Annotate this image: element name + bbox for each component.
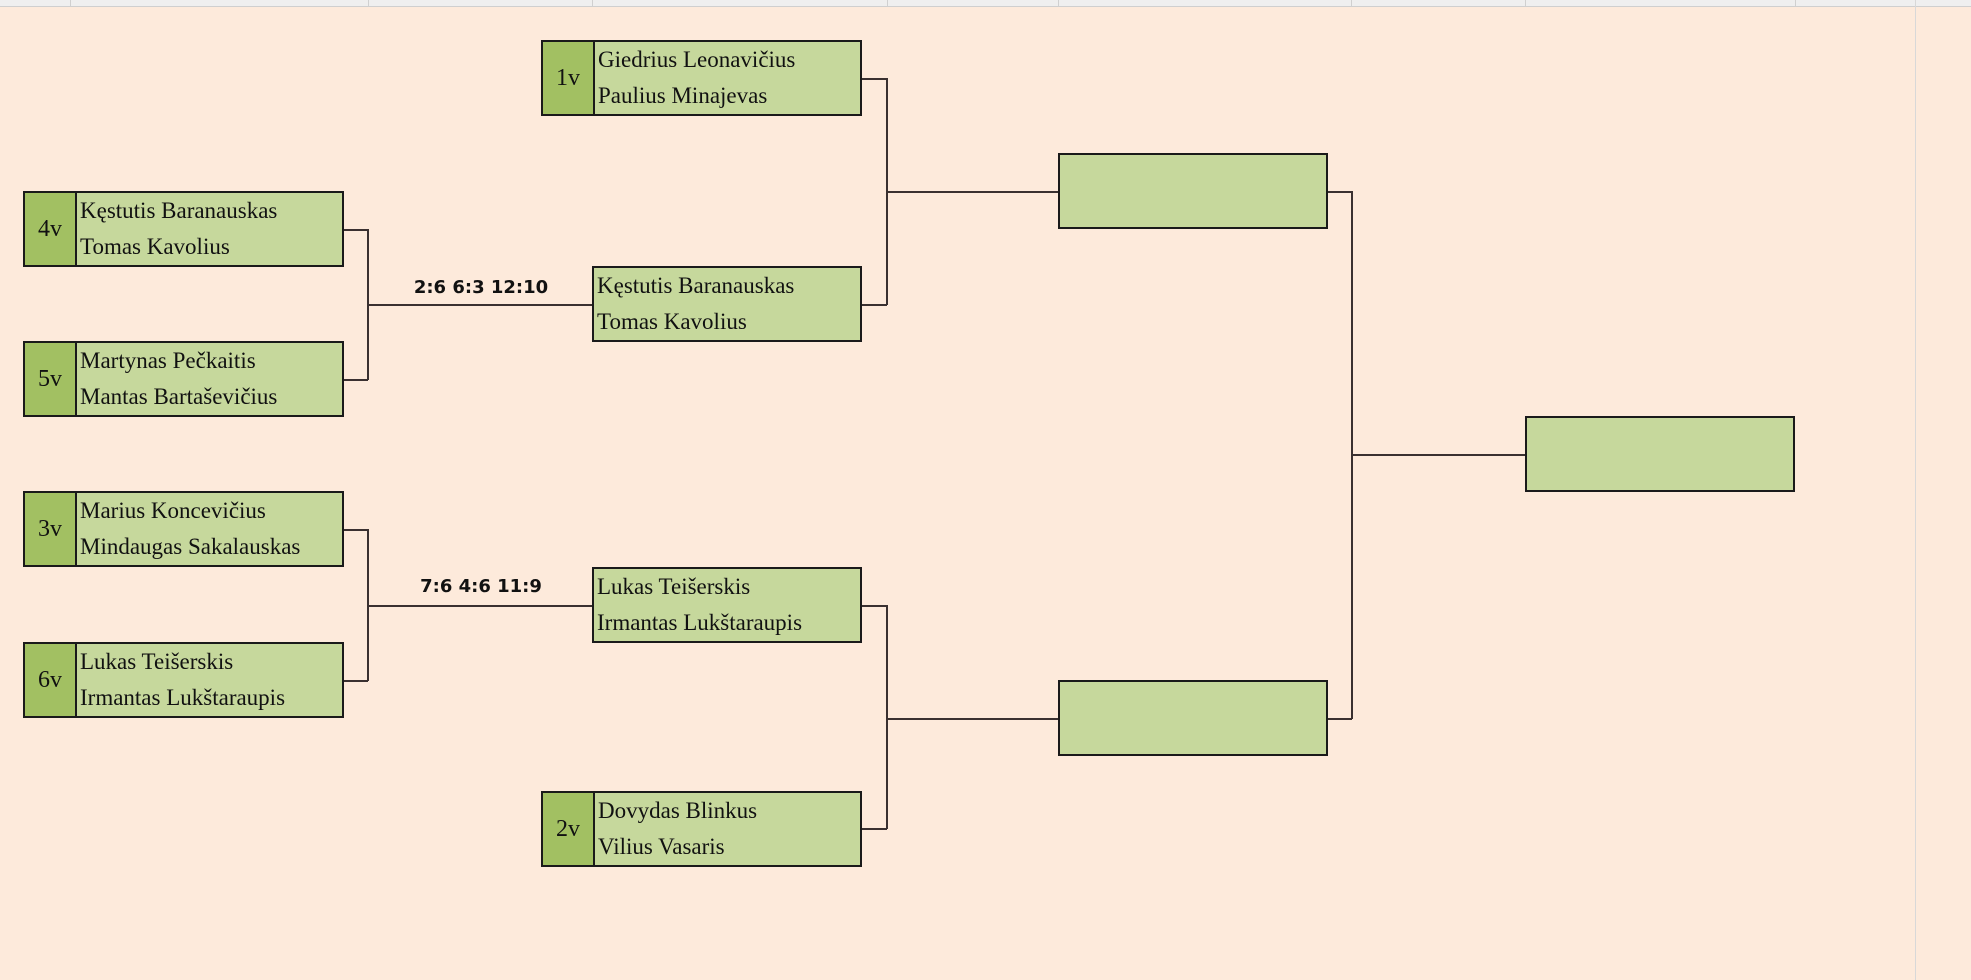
- seed-label: 5v: [25, 343, 77, 415]
- player-name: Kęstutis Baranauskas: [597, 273, 795, 298]
- bracket-connector: [886, 718, 1058, 720]
- bracket-connector: [862, 605, 887, 607]
- bracket-connector: [1328, 718, 1352, 720]
- player-name: Vilius Vasaris: [598, 834, 725, 859]
- bracket-connector: [367, 304, 592, 306]
- seed-label: 2v: [543, 793, 595, 865]
- bracket-connector: [344, 379, 368, 381]
- player-name: Marius Koncevičius: [80, 498, 266, 523]
- bracket-connector: [1328, 191, 1352, 193]
- seed-label: 6v: [25, 644, 77, 716]
- bracket-connector: [344, 680, 368, 682]
- bracket-connector: [862, 78, 887, 80]
- bracket-connector: [886, 191, 1058, 193]
- player-name: Mantas Bartaševičius: [80, 384, 278, 409]
- column-separator: [70, 0, 71, 6]
- player-name: Tomas Kavolius: [80, 234, 230, 259]
- column-separator: [1795, 0, 1796, 6]
- column-separator: [1058, 0, 1059, 6]
- match-slot-final[interactable]: [1525, 416, 1795, 492]
- bracket-connector: [344, 229, 368, 231]
- bracket-connector: [886, 605, 888, 829]
- spreadsheet-column-header: [0, 0, 1971, 7]
- player-name: Lukas Teišerskis: [80, 649, 234, 674]
- column-separator: [592, 0, 593, 6]
- bracket-connector: [367, 605, 592, 607]
- match-slot-sf-1[interactable]: [1058, 153, 1328, 229]
- bracket-connector: [862, 304, 887, 306]
- bracket-connector: [1351, 454, 1525, 456]
- column-separator: [368, 0, 369, 6]
- seed-label: 1v: [543, 42, 595, 114]
- player-name: Dovydas Blinkus: [598, 798, 758, 823]
- player-name: Martynas Pečkaitis: [80, 348, 256, 373]
- player-name: Giedrius Leonavičius: [598, 47, 796, 72]
- player-name: Kęstutis Baranauskas: [80, 198, 278, 223]
- column-gridline: [1915, 0, 1916, 980]
- column-separator: [1351, 0, 1352, 6]
- match-score: 7:6 4:6 11:9: [420, 576, 542, 597]
- match-slot-sf-2[interactable]: [1058, 680, 1328, 756]
- bracket-connector: [344, 529, 368, 531]
- player-name: Mindaugas Sakalauskas: [80, 534, 301, 559]
- player-name: Tomas Kavolius: [597, 309, 747, 334]
- match-score: 2:6 6:3 12:10: [413, 277, 549, 298]
- player-name: Irmantas Lukštaraupis: [80, 685, 286, 710]
- column-separator: [1525, 0, 1526, 6]
- player-name: Lukas Teišerskis: [597, 574, 751, 599]
- player-name: Irmantas Lukštaraupis: [597, 610, 803, 635]
- column-separator: [887, 0, 888, 6]
- seed-label: 4v: [25, 193, 77, 265]
- player-name: Paulius Minajevas: [598, 83, 768, 108]
- seed-label: 3v: [25, 493, 77, 565]
- bracket-connector: [862, 828, 887, 830]
